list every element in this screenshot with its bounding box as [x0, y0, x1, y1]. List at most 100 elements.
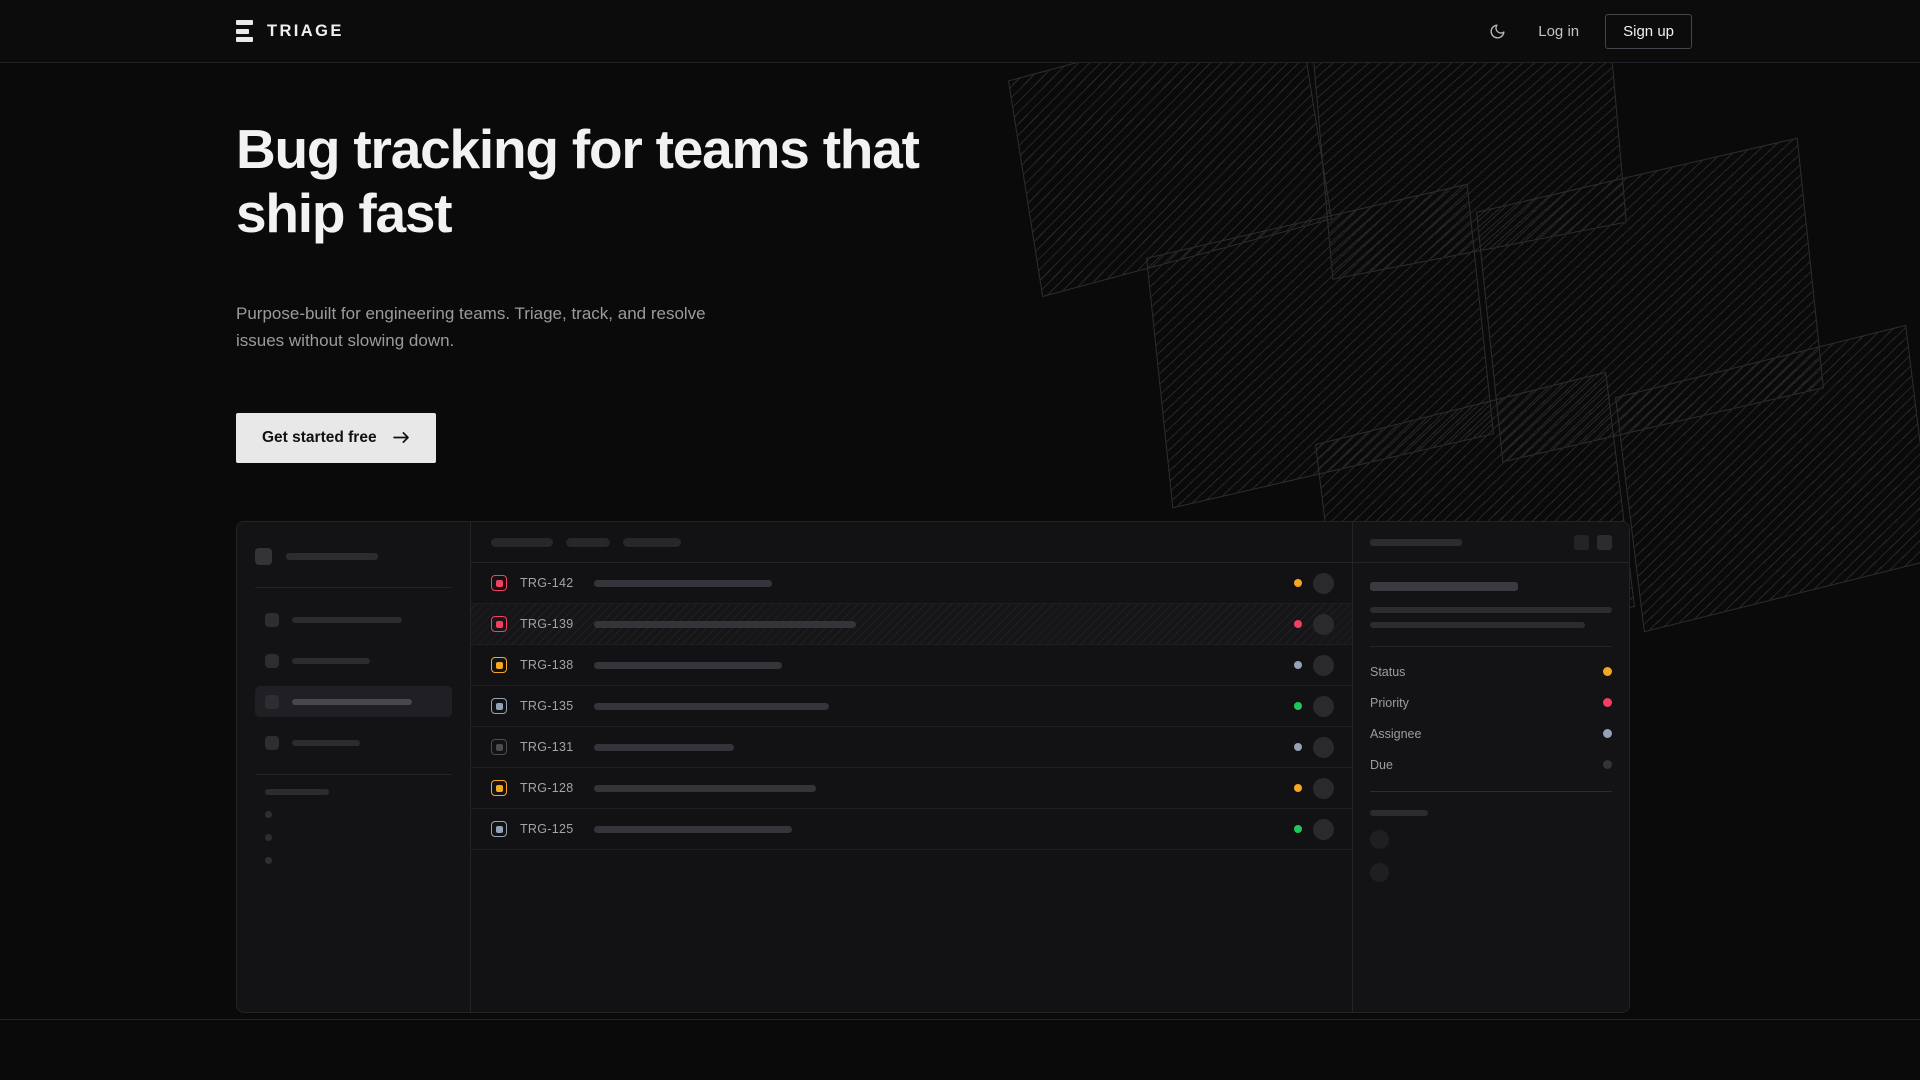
issue-key: TRG-142 — [520, 576, 574, 590]
meta-label: Status — [1370, 664, 1406, 679]
sidebar-item-label — [292, 739, 360, 746]
sidebar-sub-item[interactable] — [265, 811, 272, 818]
row-meta — [1294, 695, 1334, 717]
arrow-right-icon — [392, 432, 409, 444]
sidebar-item-2[interactable] — [255, 686, 452, 717]
table-row[interactable]: TRG-135 — [471, 686, 1352, 727]
sidebar-item-icon — [265, 653, 279, 668]
issue-key: TRG-128 — [520, 781, 574, 795]
table-row[interactable]: TRG-131 — [471, 727, 1352, 768]
table-row[interactable]: TRG-139 — [471, 604, 1352, 645]
table-row[interactable]: TRG-128 — [471, 768, 1352, 809]
row-meta — [1294, 777, 1334, 799]
sidebar-sub-item[interactable] — [265, 857, 272, 864]
avatar — [1313, 777, 1334, 799]
meta-label: Priority — [1370, 695, 1409, 710]
status-badge — [1294, 702, 1302, 710]
page-footer-divider — [0, 1019, 1920, 1020]
page-title: Bug tracking for teams that ship fast — [236, 118, 920, 244]
moon-icon[interactable] — [1482, 16, 1512, 46]
workspace-switcher[interactable] — [255, 544, 452, 568]
detail-actions — [1574, 534, 1612, 550]
avatar — [1313, 736, 1334, 758]
workspace-avatar — [255, 547, 272, 565]
detail-header — [1353, 522, 1629, 563]
detail-heading-skeleton — [1370, 582, 1518, 591]
sidebar-item-1[interactable] — [255, 645, 452, 676]
activity-avatar — [1370, 830, 1389, 849]
meta-row-status[interactable]: Status — [1370, 656, 1612, 687]
decor-sheet — [1476, 137, 1824, 463]
avatar — [1313, 818, 1334, 840]
sidebar-nav — [255, 604, 452, 758]
activity-label-skeleton — [1370, 810, 1428, 816]
sidebar-sub-item[interactable] — [265, 834, 272, 841]
status-badge — [1294, 620, 1302, 628]
issue-key: TRG-135 — [520, 699, 574, 713]
issue-title-skeleton — [594, 743, 734, 751]
avatar — [1313, 613, 1334, 635]
avatar — [1313, 695, 1334, 717]
priority-badge — [491, 780, 507, 796]
sidebar-item-0[interactable] — [255, 604, 452, 635]
meta-row-assignee[interactable]: Assignee — [1370, 718, 1612, 749]
meta-label: Assignee — [1370, 726, 1422, 741]
sidebar-item-icon — [265, 612, 279, 627]
meta-value-dot — [1603, 729, 1612, 738]
sidebar-item-label — [292, 657, 370, 664]
meta-row-priority[interactable]: Priority — [1370, 687, 1612, 718]
get-started-button[interactable]: Get started free — [236, 412, 436, 463]
table-row[interactable]: TRG-142 — [471, 563, 1352, 604]
issue-title-skeleton — [594, 661, 782, 669]
issue-key: TRG-125 — [520, 822, 574, 836]
signup-button[interactable]: Sign up — [1605, 13, 1692, 49]
cta-label: Get started free — [262, 428, 377, 446]
status-badge — [1294, 825, 1302, 833]
priority-badge — [491, 616, 507, 632]
filter-chip[interactable] — [623, 537, 681, 547]
issue-key: TRG-138 — [520, 658, 574, 672]
sidebar-section-label-skeleton — [265, 789, 329, 795]
sidebar-sub-list — [255, 811, 452, 864]
status-badge — [1294, 743, 1302, 751]
sidebar-item-3[interactable] — [255, 727, 452, 758]
meta-value-dot — [1603, 698, 1612, 707]
status-badge — [1294, 784, 1302, 792]
workspace-name-skeleton — [286, 552, 378, 560]
sidebar-divider-2 — [255, 774, 452, 775]
decor-sheet — [1313, 63, 1627, 280]
detail-action-button[interactable] — [1574, 534, 1589, 550]
app-sidebar — [237, 522, 471, 1012]
header-actions: Log in Sign up — [1482, 13, 1692, 49]
detail-description-skeleton — [1370, 607, 1612, 628]
issue-key: TRG-139 — [520, 617, 574, 631]
login-link[interactable]: Log in — [1538, 22, 1580, 40]
brand-logo[interactable]: TRIAGE — [236, 20, 344, 42]
issue-title-skeleton — [594, 702, 829, 710]
meta-value-dot — [1603, 760, 1612, 769]
row-meta — [1294, 613, 1334, 635]
sidebar-item-icon — [265, 735, 279, 750]
status-badge — [1294, 579, 1302, 587]
filter-chip[interactable] — [566, 537, 610, 547]
meta-row-due[interactable]: Due — [1370, 749, 1612, 780]
row-meta — [1294, 654, 1334, 676]
stacked-bars-icon — [236, 20, 253, 42]
filter-chip[interactable] — [491, 537, 553, 547]
issue-title-skeleton — [594, 784, 816, 792]
table-row[interactable]: TRG-125 — [471, 809, 1352, 850]
issue-title-skeleton — [594, 825, 792, 833]
priority-badge — [491, 657, 507, 673]
activity-avatar — [1370, 863, 1389, 882]
sidebar-item-label — [292, 616, 402, 623]
table-row[interactable]: TRG-138 — [471, 645, 1352, 686]
meta-value-dot — [1603, 667, 1612, 676]
hero-section: Bug tracking for teams that ship fast Pu… — [236, 118, 956, 463]
detail-action-button[interactable] — [1597, 534, 1612, 550]
avatar — [1313, 572, 1334, 594]
